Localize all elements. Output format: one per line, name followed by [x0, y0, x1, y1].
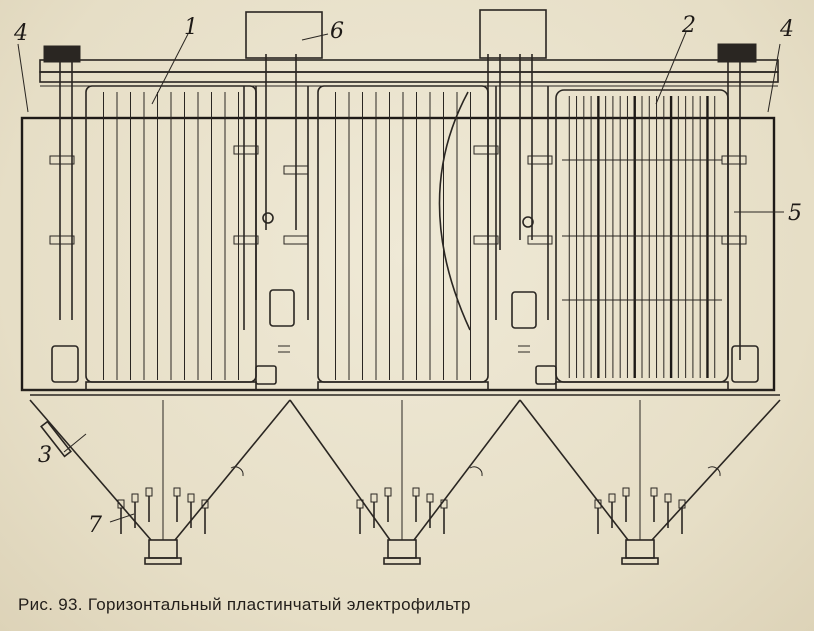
agitator-cap — [356, 499, 364, 509]
rapper-bracket — [49, 155, 75, 165]
rapper-bracket — [473, 235, 499, 245]
rapper-bracket — [721, 155, 747, 165]
agitator-cap — [440, 499, 448, 509]
plates-section-1 — [103, 92, 239, 380]
hopper-hatch — [230, 466, 244, 477]
dust-hoppers — [29, 399, 781, 565]
callout-7: 7 — [88, 513, 102, 538]
rapper-hammer — [262, 212, 274, 224]
callout-labels: 1 2 3 4 4 5 6 7 — [13, 13, 802, 538]
rapper-bracket — [233, 235, 259, 245]
agitator-cap — [117, 499, 125, 509]
agitator-cap — [384, 487, 392, 497]
rapper-bracket — [233, 145, 259, 155]
section-frames — [85, 85, 729, 391]
callout-5: 5 — [788, 201, 802, 226]
agitator-cap — [594, 499, 602, 509]
insulator-boxes — [43, 9, 757, 63]
hopper-hatch — [707, 466, 721, 477]
agitator-cap — [131, 493, 139, 503]
plates-section-middle — [335, 92, 471, 380]
agitator-cap — [145, 487, 153, 497]
agitator-cap — [412, 487, 420, 497]
callout-4-right: 4 — [779, 17, 794, 42]
hopper-wall-right — [413, 399, 521, 541]
hopper-flange — [383, 557, 421, 565]
agitator-cap — [664, 493, 672, 503]
figure-caption: Рис. 93. Горизонтальный пластинчатый эле… — [18, 595, 471, 614]
hopper-flange — [621, 557, 659, 565]
plates-section-2 — [562, 96, 722, 378]
hopper-wall-right — [174, 399, 291, 541]
end-support-right — [717, 43, 757, 63]
callout-1: 1 — [184, 15, 198, 40]
rapper-bracket — [473, 145, 499, 155]
hopper-outlet — [148, 539, 178, 559]
agitator-cap — [370, 493, 378, 503]
rapper-hammer — [522, 216, 534, 228]
agitator-cap — [622, 487, 630, 497]
leader-lines — [17, 31, 784, 523]
agitator-cap — [650, 487, 658, 497]
insulator-box-left — [245, 11, 323, 59]
rapper-bracket — [721, 235, 747, 245]
housing — [20, 59, 780, 396]
suspension-rods — [49, 54, 747, 360]
insulator-box-right — [479, 9, 547, 59]
hopper-wall-left — [519, 399, 629, 541]
agitator-cap — [608, 493, 616, 503]
hopper-outlet — [625, 539, 655, 559]
rapper-bracket — [49, 235, 75, 245]
callout-4-left: 4 — [13, 21, 28, 46]
inspection-hatches — [51, 289, 759, 385]
hopper-door — [40, 420, 72, 458]
end-support-left — [43, 45, 81, 63]
agitator-cap — [678, 499, 686, 509]
agitator-cap — [426, 493, 434, 503]
rapper-bracket — [283, 165, 309, 175]
rapper-bracket — [527, 235, 553, 245]
agitator-cap — [173, 487, 181, 497]
hopper-wall-right — [651, 399, 781, 541]
callout-6: 6 — [330, 19, 344, 44]
agitator-cap — [187, 493, 195, 503]
hopper-outlet — [387, 539, 417, 559]
hopper-flange — [144, 557, 182, 565]
rapper-bracket — [527, 155, 553, 165]
hopper-hatch — [469, 466, 483, 477]
agitator-cap — [201, 499, 209, 509]
rapper-bracket — [283, 235, 309, 245]
hopper-wall-left — [29, 399, 152, 541]
callout-3: 3 — [38, 443, 52, 468]
hopper-wall-left — [289, 399, 391, 541]
callout-2: 2 — [681, 13, 696, 38]
